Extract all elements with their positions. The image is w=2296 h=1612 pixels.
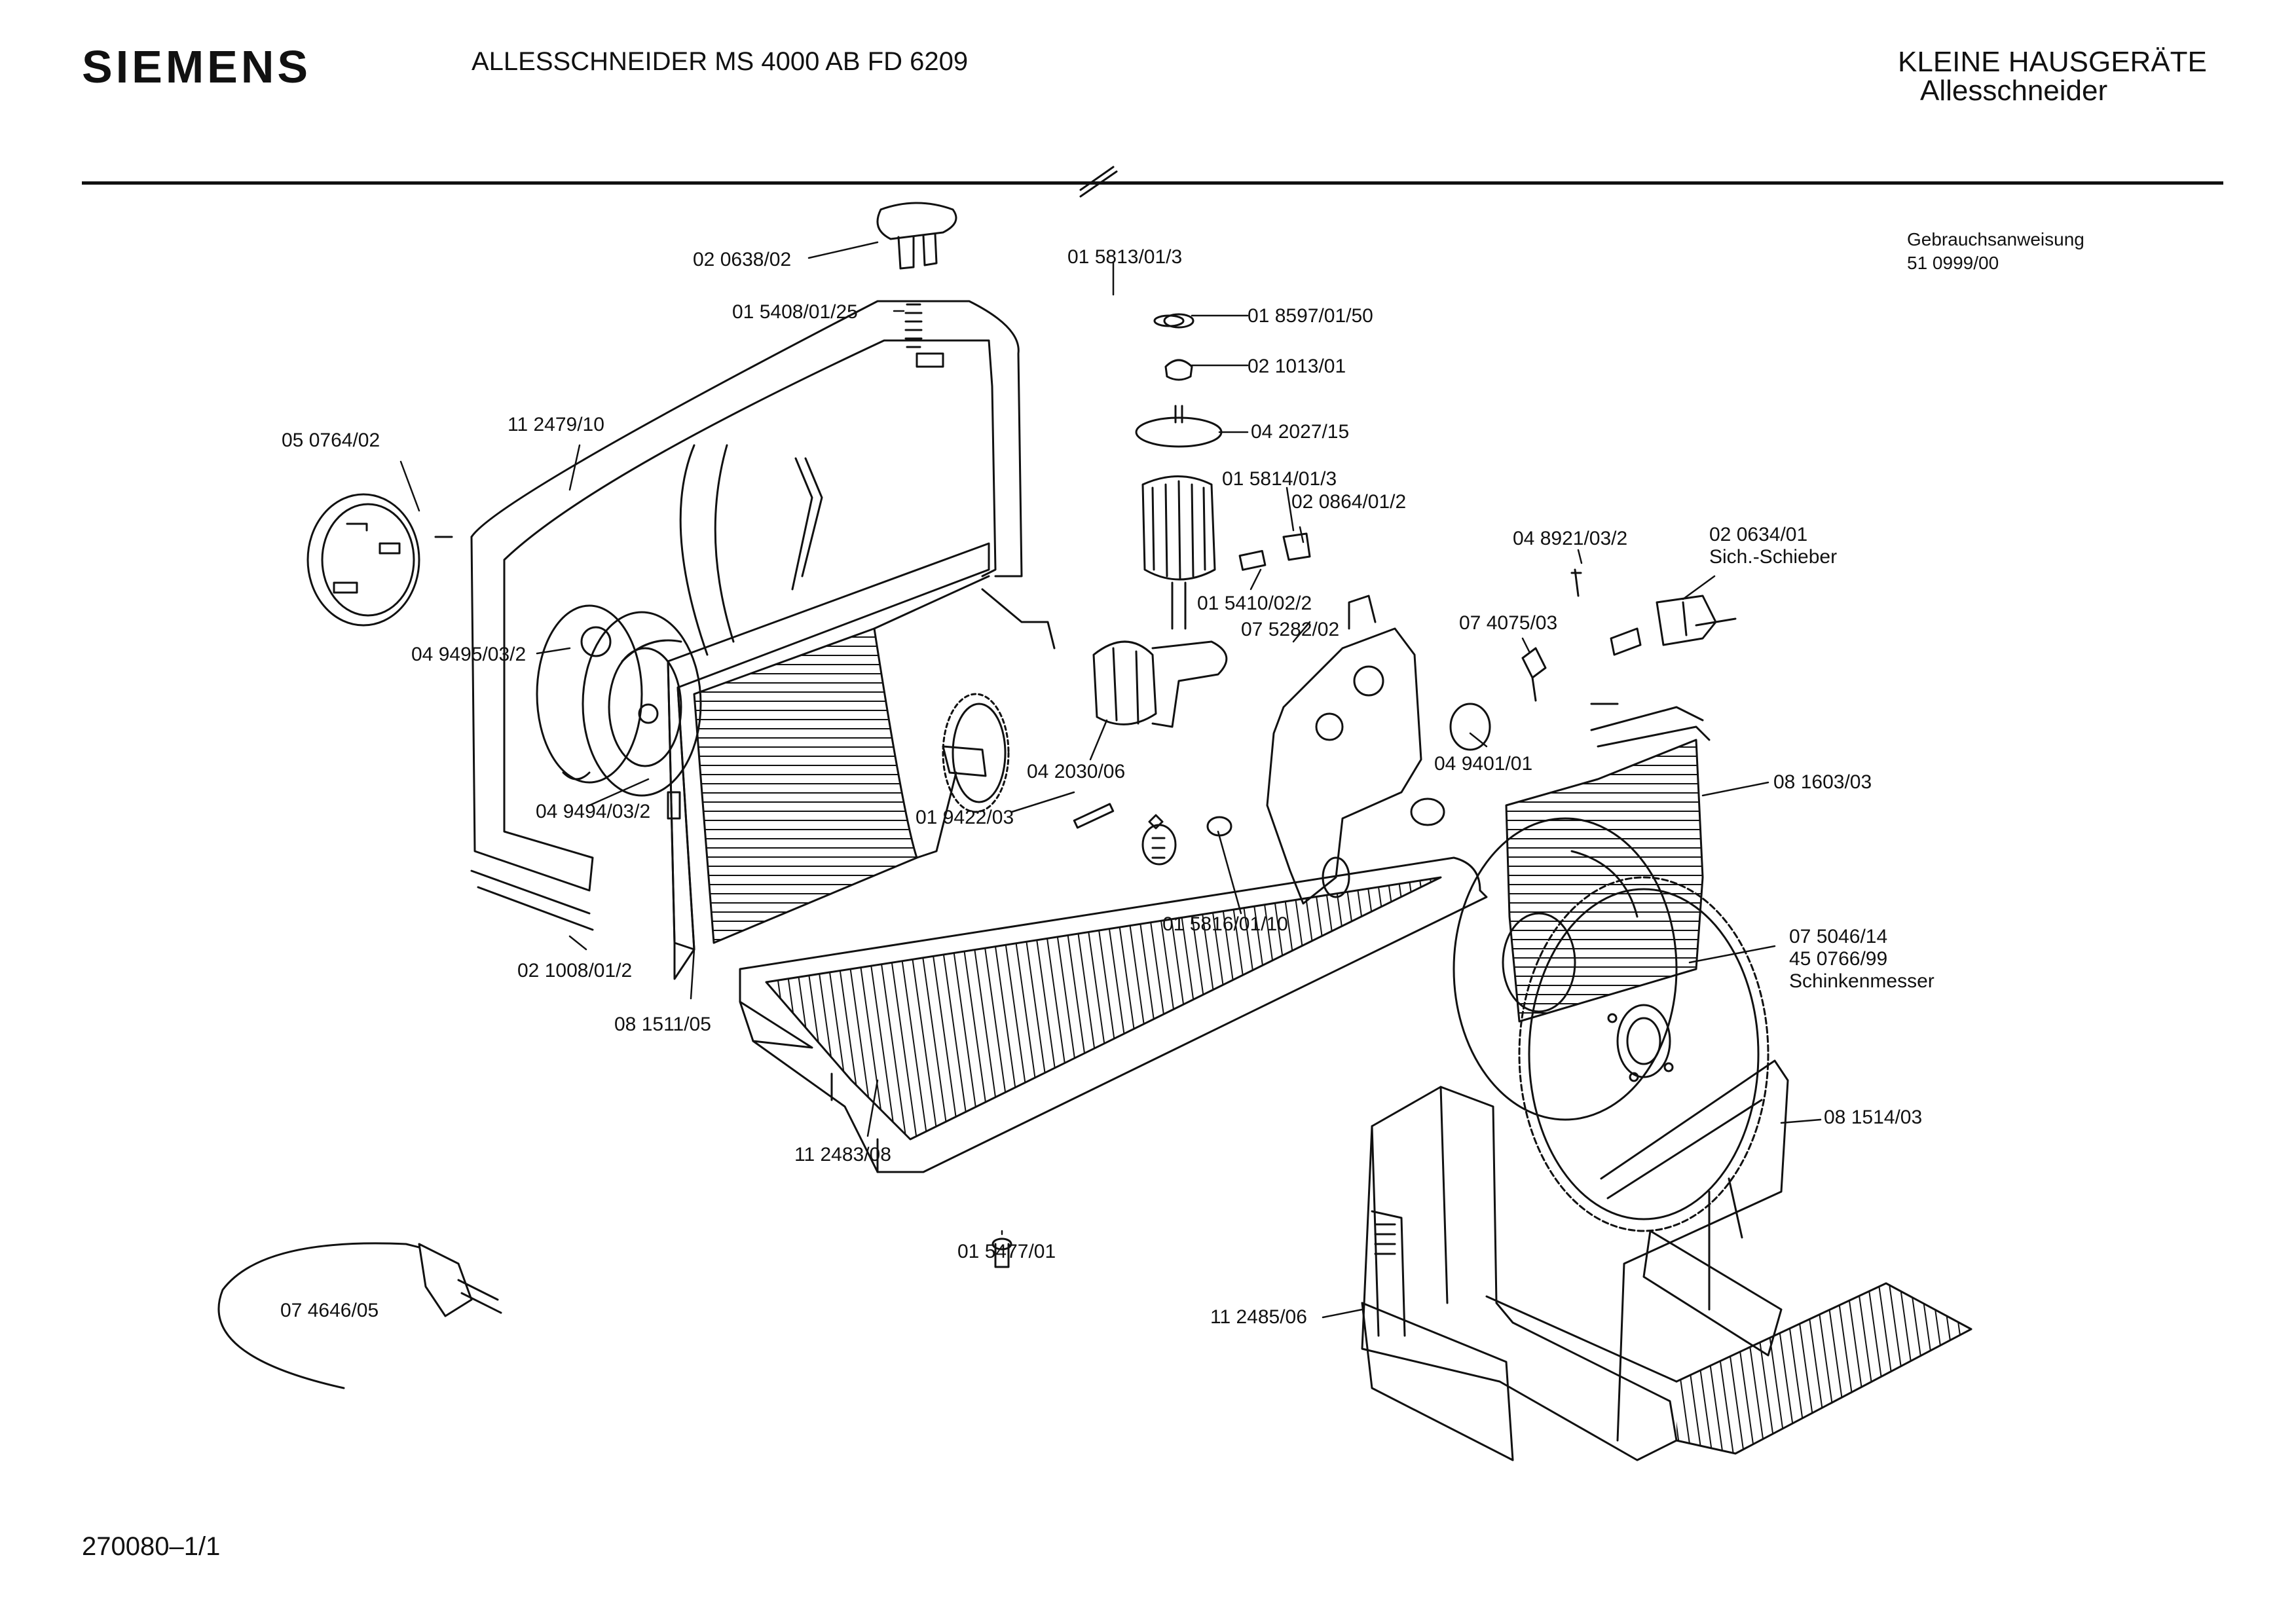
part-label: 05 0764/02 — [282, 430, 380, 451]
part-label: 02 1013/01 — [1248, 356, 1346, 377]
part-label: 08 1511/05 — [614, 1014, 711, 1035]
part-label: 11 2483/08 — [794, 1144, 891, 1165]
part-label: 04 9494/03/2 — [536, 801, 651, 822]
brush-holder-part — [1094, 642, 1227, 727]
part-label: 01 5814/01/3 — [1222, 468, 1337, 490]
header-divider — [82, 181, 2223, 185]
part-label: 01 5408/01/25 — [732, 301, 858, 323]
part-label: 04 9401/01 — [1434, 753, 1533, 775]
side-cover-part — [308, 494, 452, 625]
document-title: ALLESSCHNEIDER MS 4000 AB FD 6209 — [472, 47, 969, 76]
part-label: 01 9422/03 — [916, 807, 1014, 828]
part-label: 08 1514/03 — [1824, 1107, 1923, 1128]
part-label: 01 8597/01/50 — [1248, 305, 1373, 327]
front-plate-part — [668, 543, 1054, 979]
part-label: 01 5410/02/2 — [1197, 593, 1312, 614]
part-label: 07 5282/02 — [1241, 619, 1340, 640]
part-label: 08 1603/03 — [1773, 771, 1872, 793]
rear-housing-part — [472, 301, 1022, 890]
blade-carrier-part — [1506, 704, 1709, 1021]
slicing-blade-part — [1454, 818, 1768, 1231]
subcategory-title: Allesschneider — [1920, 75, 2108, 107]
part-label: 07 4646/05 — [280, 1300, 379, 1321]
part-label: 04 8921/03/2 — [1513, 528, 1628, 549]
part-label: 11 2479/10 — [508, 414, 604, 435]
part-label: 04 9495/03/2 — [411, 644, 527, 665]
spring-part — [906, 304, 921, 347]
top-cap-part — [878, 203, 956, 268]
armature-part — [1136, 314, 1221, 629]
manual-label: Gebrauchsanweisung — [1907, 229, 2084, 249]
category-title: KLEINE HAUSGERÄTE — [1898, 46, 2207, 78]
motor-flange-part — [537, 606, 701, 796]
manual-number: 51 0999/00 — [1907, 253, 1999, 273]
gear-part — [943, 694, 1009, 812]
part-label: 02 0634/01 — [1709, 524, 1808, 545]
part-label: 01 5477/01 — [957, 1241, 1056, 1262]
part-label: 01 5813/01/3 — [1067, 246, 1183, 268]
part-label: 01 5816/01/10 — [1162, 913, 1288, 935]
leader-lines — [401, 242, 1821, 1317]
part-label: 02 1008/01/2 — [517, 960, 633, 981]
brand-logo: SIEMENS — [82, 41, 312, 92]
bottom-strip-part — [472, 871, 593, 930]
carbon-brush-part — [1074, 167, 1310, 828]
part-label: 11 2485/06 — [1210, 1306, 1307, 1328]
part-label: 04 2027/15 — [1251, 421, 1350, 443]
base-plate-part — [740, 858, 1487, 1172]
gear-housing-part — [1267, 596, 1444, 904]
part-label: 02 0638/02 — [693, 249, 792, 270]
part-label: 04 2030/06 — [1027, 761, 1126, 782]
part-label: 07 4075/03 — [1459, 612, 1558, 634]
power-cord-part — [219, 1243, 501, 1388]
bushing-part — [993, 316, 1231, 1267]
sheet-id: 270080–1/1 — [82, 1532, 221, 1561]
part-label: 02 0864/01/2 — [1291, 491, 1407, 513]
part-label: 07 5046/14 — [1789, 926, 1888, 947]
carriage-part — [1362, 1061, 1971, 1460]
part-label: 45 0766/99 — [1789, 948, 1888, 970]
part-label-note: Schinkenmesser — [1789, 970, 1935, 992]
part-label-note: Sich.-Schieber — [1709, 546, 1838, 568]
switch-parts — [1451, 570, 1735, 750]
